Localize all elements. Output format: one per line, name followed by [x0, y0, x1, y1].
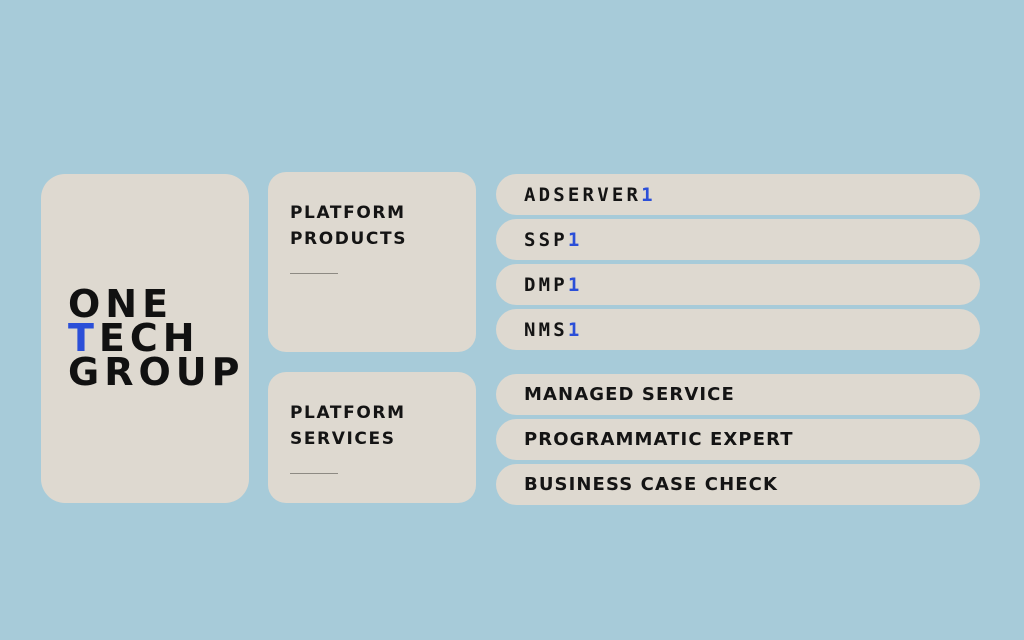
one-tech-group-logo: ONE TECH GROUP: [68, 281, 245, 395]
list-item[interactable]: ADSERVER1: [496, 174, 980, 215]
service-label: MANAGED SERVICE: [524, 384, 735, 405]
category-title-line-1: PLATFORM: [290, 203, 406, 223]
product-label: ADSERVER1: [496, 184, 656, 206]
category-card-platform-products: PLATFORM PRODUCTS: [268, 172, 476, 352]
category-title-line-2: SERVICES: [290, 429, 396, 450]
category-divider-rule: [290, 272, 338, 274]
brand-card: ONE TECH GROUP: [41, 174, 249, 503]
service-label: PROGRAMMATIC EXPERT: [524, 429, 794, 450]
category-title-line-2: PRODUCTS: [290, 229, 408, 250]
product-name: SSP: [524, 228, 568, 251]
logo-line-tech-rest: ECH: [98, 315, 200, 360]
list-item[interactable]: DMP1: [496, 264, 980, 305]
product-name: DMP: [524, 273, 568, 296]
list-item[interactable]: MANAGED SERVICE: [496, 374, 980, 415]
product-name: ADSERVER: [524, 183, 642, 206]
product-version-suffix: 1: [641, 183, 656, 206]
list-item[interactable]: PROGRAMMATIC EXPERT: [496, 419, 980, 460]
service-label: BUSINESS CASE CHECK: [524, 474, 779, 495]
product-label: DMP1: [496, 274, 583, 296]
logo-line-tech: TECH: [68, 319, 200, 357]
category-title-line-1: PLATFORM: [290, 403, 406, 423]
product-version-suffix: 1: [567, 273, 583, 296]
logo-accent-letter: T: [68, 315, 99, 360]
category-card-platform-services: PLATFORM SERVICES: [268, 372, 476, 503]
product-name: NMS: [524, 318, 568, 341]
product-label: SSP1: [496, 229, 583, 251]
product-label: NMS1: [496, 319, 583, 341]
list-item[interactable]: NMS1: [496, 309, 980, 350]
product-item-list: ADSERVER1 SSP1 DMP1 NMS1: [496, 174, 980, 350]
product-version-suffix: 1: [567, 318, 583, 341]
logo-line-group: GROUP: [68, 350, 245, 395]
list-item[interactable]: BUSINESS CASE CHECK: [496, 464, 980, 505]
service-item-list: MANAGED SERVICE PROGRAMMATIC EXPERT BUSI…: [496, 374, 980, 505]
logo-line-one: ONE: [68, 281, 174, 326]
category-divider-rule: [290, 472, 338, 474]
product-version-suffix: 1: [567, 228, 583, 251]
list-item[interactable]: SSP1: [496, 219, 980, 260]
